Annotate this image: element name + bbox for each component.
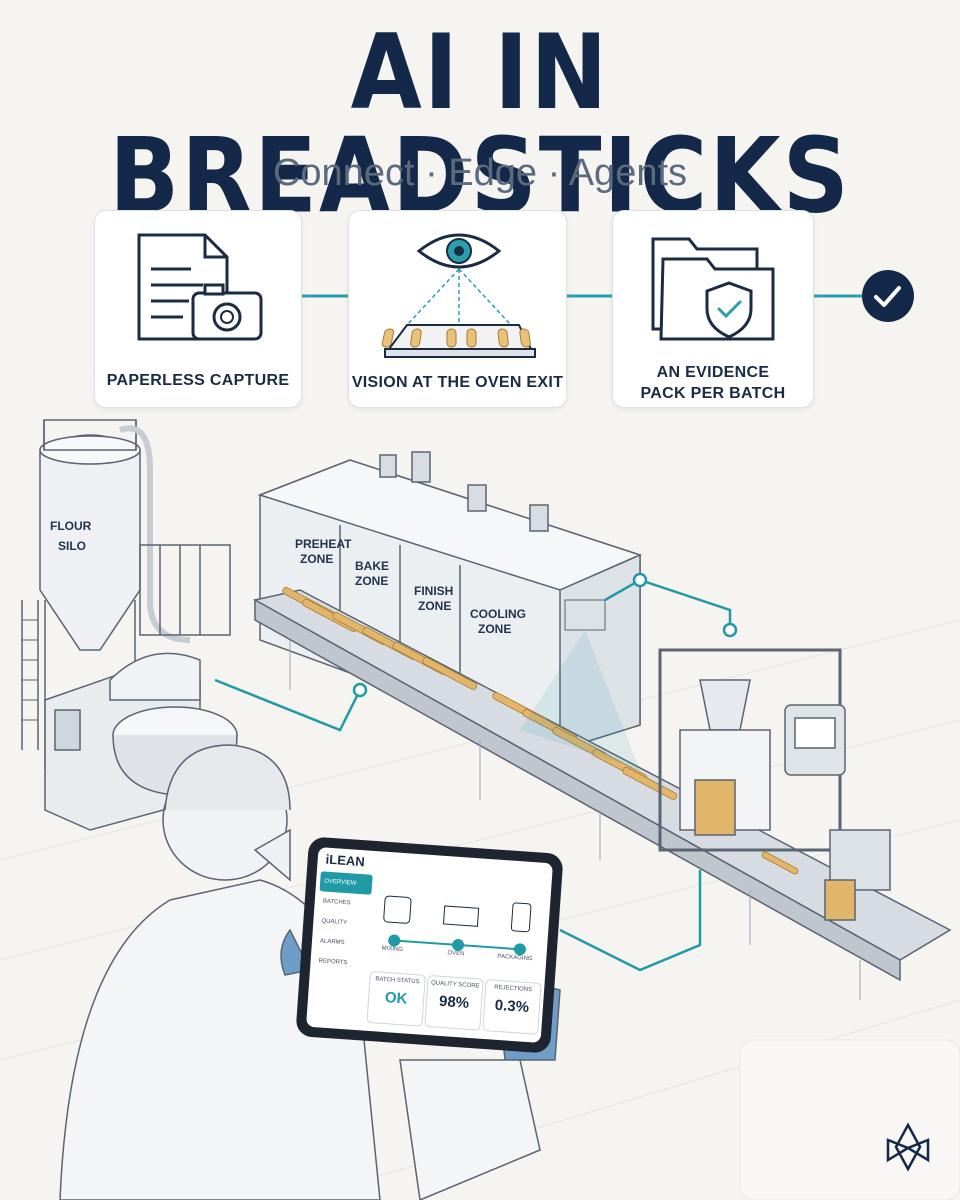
logo-icon [886,1122,930,1172]
silo-label-line2: SILO [58,539,86,553]
card-label: VISION AT THE OVEN EXIT [351,374,564,391]
zone-bake-2: ZONE [355,574,388,588]
step-oven: OVEN [447,950,465,958]
card-evidence-pack: AN EVIDENCE PACK PER BATCH [612,210,814,408]
kpi-label: QUALITY SCORE [430,980,480,990]
vision-camera [564,599,606,631]
zone-cooling-2: ZONE [478,622,511,636]
kpi-value: OK [384,989,409,1008]
nav-item-reports[interactable]: REPORTS [318,958,348,967]
data-connections [214,578,732,972]
process-steps [383,895,532,956]
zone-finish-2: ZONE [418,599,451,613]
zone-preheat-1: PREHEAT [295,537,352,551]
check-icon [862,270,914,322]
kpi-value: 0.3% [494,996,530,1017]
zone-cooling-1: COOLING [470,607,526,621]
card-label: PAPERLESS CAPTURE [106,372,290,389]
zone-bake-1: BAKE [355,559,389,573]
kpi-rejections[interactable]: REJECTIONS 0.3% [482,979,542,1035]
silo-label-line1: FLOUR [50,519,92,533]
tablet-screen: iLEAN OVERVIEW BATCHES QUALITY ALARMS RE… [306,847,553,1043]
card-vision-oven-exit: VISION AT THE OVEN EXIT [348,210,567,408]
zone-finish-1: FINISH [414,584,453,598]
document-camera-icon [137,233,263,341]
card-paperless-capture: PAPERLESS CAPTURE [94,210,302,408]
page-subtitle: Connect · Edge · Agents [272,152,688,194]
packaging-machine [658,648,891,921]
kpi-quality-score[interactable]: QUALITY SCORE 98% [424,974,484,1031]
kpi-batch-status[interactable]: BATCH STATUS OK [366,970,426,1027]
zone-preheat-2: ZONE [300,552,333,566]
breadsticks [282,586,799,875]
tablet-dashboard[interactable]: iLEAN OVERVIEW BATCHES QUALITY ALARMS RE… [295,836,564,1054]
card-label: AN EVIDENCE PACK PER BATCH [640,364,786,402]
kpi-label: BATCH STATUS [375,976,420,986]
card-connectors [300,270,914,322]
eye-conveyor-icon [381,233,536,358]
kpi-label: REJECTIONS [493,984,533,994]
app-brand: iLEAN [325,851,366,870]
folder-shield-icon [651,237,775,341]
factory-scene: FLOUR SILO PREHEAT ZONE BAKE ZONE FINISH… [0,419,960,1200]
conveyor [252,589,952,1000]
kpi-value: 98% [438,992,470,1012]
tablet-sidebar: OVERVIEW BATCHES QUALITY ALARMS REPORTS [314,871,373,974]
